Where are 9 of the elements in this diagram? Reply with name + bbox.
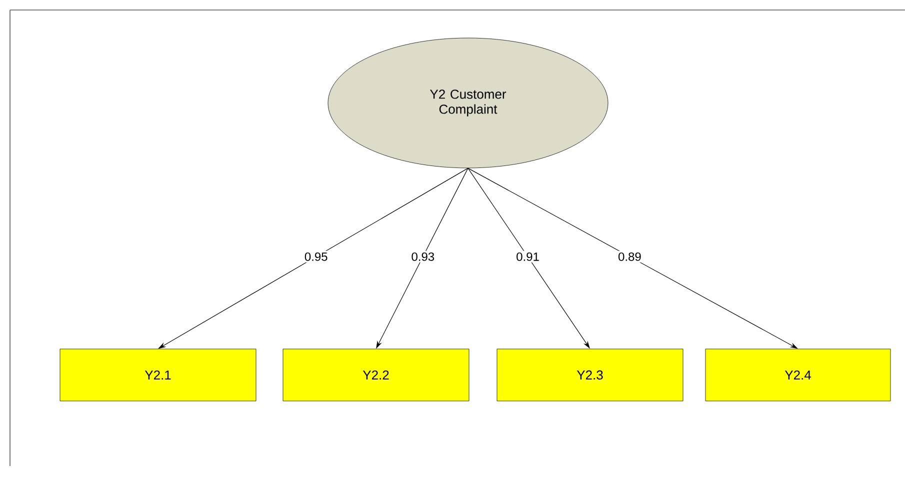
edge-label: 0.95 (302, 250, 330, 262)
indicator-box: Y2.2 (282, 348, 470, 402)
indicator-box: Y2.3 (496, 348, 684, 402)
indicator-box: Y2.4 (705, 348, 891, 402)
indicator-box: Y2.1 (60, 348, 256, 402)
edge-label: 0.89 (616, 250, 643, 262)
edge-label: 0.91 (514, 250, 541, 262)
edge-label: 0.93 (410, 250, 436, 262)
ellipse-node: Y2 Customer Complaint (328, 38, 608, 168)
